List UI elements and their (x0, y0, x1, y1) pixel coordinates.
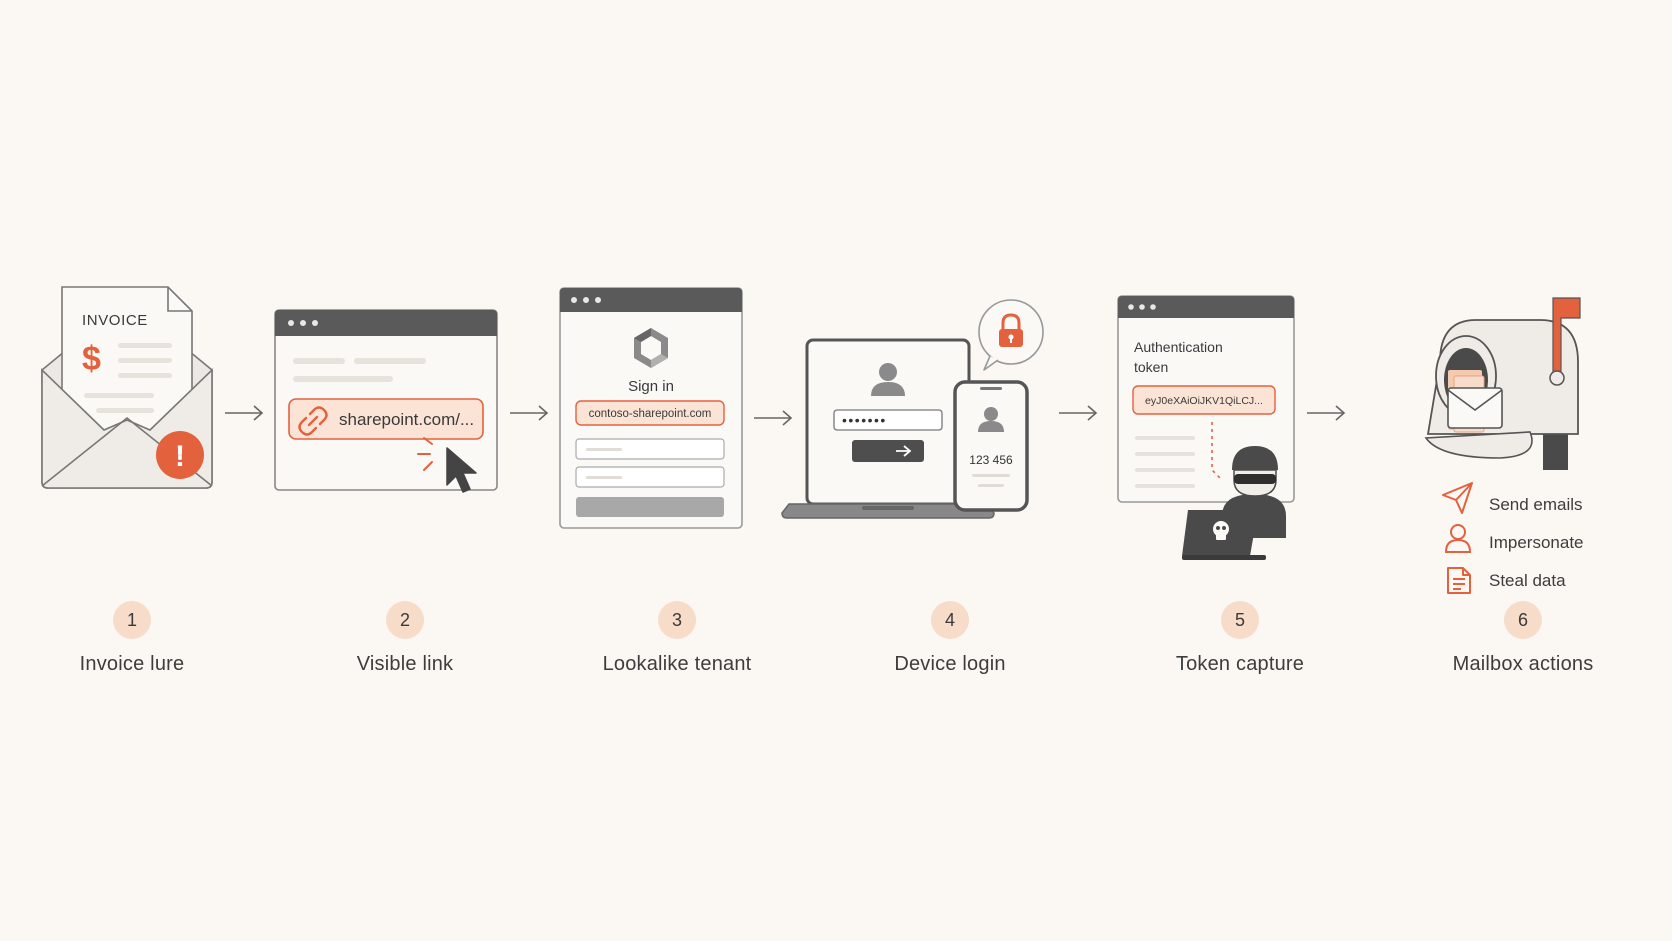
token-capture-illustration: Authentication token eyJ0eXAiOiJKV1QiLCJ… (1117, 295, 1295, 560)
token-title-line2: token (1134, 359, 1168, 375)
document-icon (1447, 567, 1471, 594)
lookalike-domain-field[interactable] (575, 400, 725, 426)
lock-icon (999, 313, 1023, 347)
phone-code: 123 456 (969, 453, 1013, 467)
step-label-2: Visible link (356, 653, 454, 675)
dollar-icon: $ (82, 340, 101, 378)
link-icon (298, 406, 328, 436)
office-logo-icon (634, 328, 668, 368)
signin-submit-button[interactable] (576, 497, 724, 517)
flow-arrow-1 (225, 405, 264, 421)
send-icon (1442, 482, 1473, 514)
cursor-icon (446, 447, 477, 493)
phishing-link-box[interactable]: sharepoint.com/... (288, 398, 484, 440)
browser-link-illustration: sharepoint.com/... (274, 309, 498, 493)
invoice-document: INVOICE $ (61, 286, 193, 431)
skull-icon (1213, 521, 1229, 540)
login-submit-button[interactable] (852, 440, 924, 462)
invoice-envelope-illustration: INVOICE $ ! (41, 286, 213, 489)
link-url-text: sharepoint.com/... (339, 410, 474, 429)
flow-arrow-3 (754, 410, 793, 426)
step-number-6: 6 (1504, 601, 1542, 639)
phone-icon: 123 456 (953, 380, 1029, 512)
device-login-illustration: ••••••• 123 456 (781, 299, 1044, 519)
step-number-4: 4 (931, 601, 969, 639)
step-number-2: 2 (386, 601, 424, 639)
token-value-box[interactable] (1132, 385, 1276, 415)
flow-arrow-5 (1307, 405, 1346, 421)
step-label-3: Lookalike tenant (602, 653, 752, 675)
lookalike-domain-text: contoso-sharepoint.com (589, 408, 712, 420)
action-label-send: Send emails (1489, 495, 1583, 514)
hacker-icon (1182, 446, 1286, 560)
step-number-5: 5 (1221, 601, 1259, 639)
mailbox-actions-list: Send emails Impersonate Steal data (1442, 482, 1584, 594)
svg-text:!: ! (175, 440, 185, 473)
signin-field-2[interactable] (575, 466, 725, 488)
signin-window-illustration: Sign in contoso-sharepoint.com (559, 287, 743, 529)
laptop-icon: ••••••• (781, 338, 995, 519)
action-steal-data: Steal data (1447, 567, 1566, 594)
step-number-3: 3 (658, 601, 696, 639)
action-label-impersonate: Impersonate (1489, 533, 1584, 552)
signin-title: Sign in (628, 378, 674, 395)
person-icon (1444, 524, 1472, 553)
lock-bubble (978, 299, 1044, 371)
signin-field-1[interactable] (575, 438, 725, 460)
step-number-1: 1 (113, 601, 151, 639)
step-label-4: Device login (894, 653, 1006, 675)
token-title-line1: Authentication (1134, 339, 1223, 355)
action-send-emails: Send emails (1442, 482, 1583, 514)
envelope-icon (1447, 387, 1503, 429)
action-label-steal: Steal data (1489, 571, 1566, 590)
flow-arrow-2 (510, 405, 549, 421)
step-label-5: Token capture (1175, 653, 1305, 675)
step-label-6: Mailbox actions (1452, 653, 1594, 675)
flow-arrow-4 (1059, 405, 1098, 421)
step-label-1: Invoice lure (79, 653, 185, 675)
password-field[interactable] (833, 409, 943, 431)
click-burst (417, 437, 433, 471)
alert-icon: ! (156, 431, 204, 479)
mailbox-illustration (1424, 297, 1581, 470)
action-impersonate: Impersonate (1444, 524, 1584, 553)
password-mask: ••••••• (842, 412, 887, 428)
token-value: eyJ0eXAiOiJKV1QiLCJ... (1145, 395, 1263, 407)
invoice-title: INVOICE (82, 312, 148, 329)
